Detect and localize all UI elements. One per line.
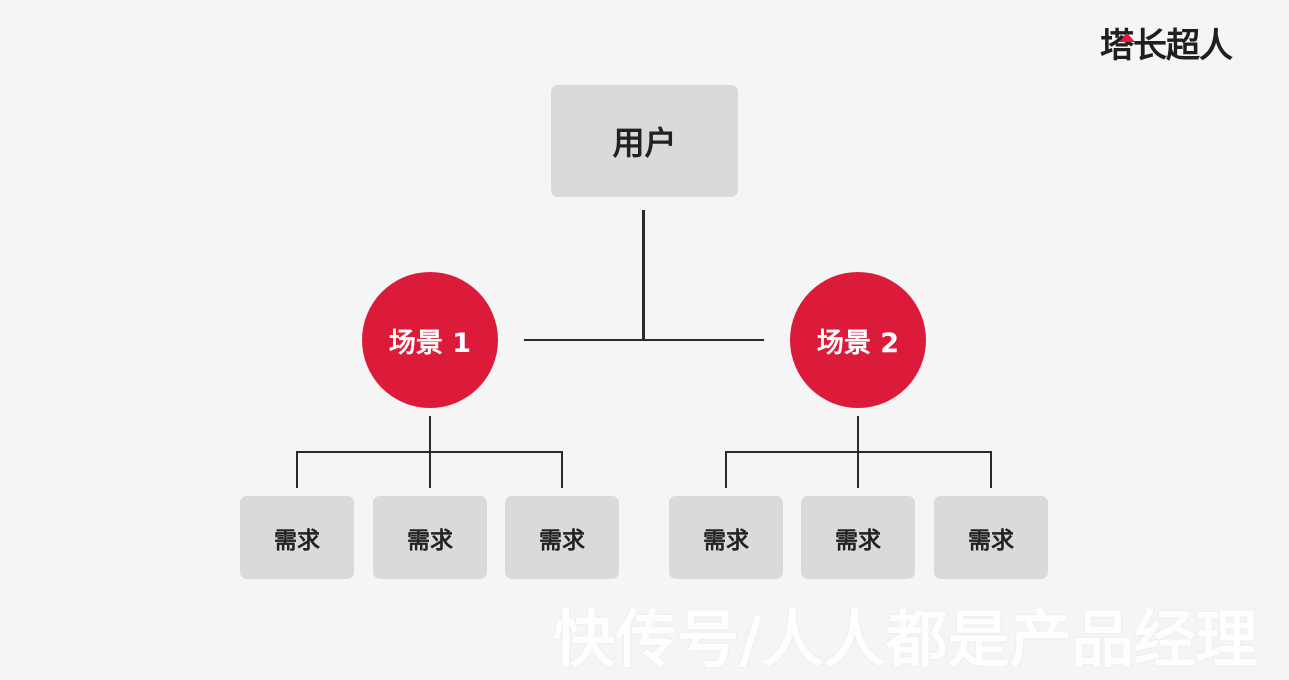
logo: 塔长超人 — [1100, 24, 1270, 68]
scenario-node-2: 场景 2 — [790, 272, 926, 408]
scenario-1-need-3-connector — [561, 451, 563, 488]
need-node-2-label: 需求 — [407, 527, 453, 554]
need-node-1-label: 需求 — [274, 527, 320, 554]
need-node-2: 需求 — [373, 496, 487, 579]
scenario-2-need-1-connector — [725, 451, 727, 488]
scenario-node-2-label: 场景 2 — [816, 327, 900, 359]
scenario-node-1-label: 场景 1 — [388, 327, 472, 359]
root-vertical-connector — [642, 210, 645, 341]
need-node-3-label: 需求 — [539, 527, 585, 554]
scenario-node-1: 场景 1 — [362, 272, 498, 408]
need-node-3: 需求 — [505, 496, 619, 579]
need-node-6-label: 需求 — [968, 527, 1014, 554]
need-node-4: 需求 — [669, 496, 783, 579]
watermark: 快传号/人人都是产品经理 — [553, 604, 1283, 676]
need-node-1: 需求 — [240, 496, 354, 579]
scenario-horizontal-connector — [524, 339, 764, 341]
scenario-1-branch-connector — [296, 451, 563, 453]
logo-roof-icon — [1119, 33, 1135, 42]
user-node: 用户 — [551, 85, 738, 197]
user-node-label: 用户 — [612, 124, 677, 162]
need-node-6: 需求 — [934, 496, 1048, 579]
scenario-1-need-1-connector — [296, 451, 298, 488]
need-node-5: 需求 — [801, 496, 915, 579]
need-node-4-label: 需求 — [703, 527, 749, 554]
watermark-text: 快传号/人人都是产品经理 — [553, 603, 1258, 676]
logo-text: 塔长超人 — [1100, 26, 1233, 66]
scenario-2-branch-connector — [725, 451, 992, 453]
need-node-5-label: 需求 — [835, 527, 881, 554]
scenario-2-need-3-connector — [990, 451, 992, 488]
